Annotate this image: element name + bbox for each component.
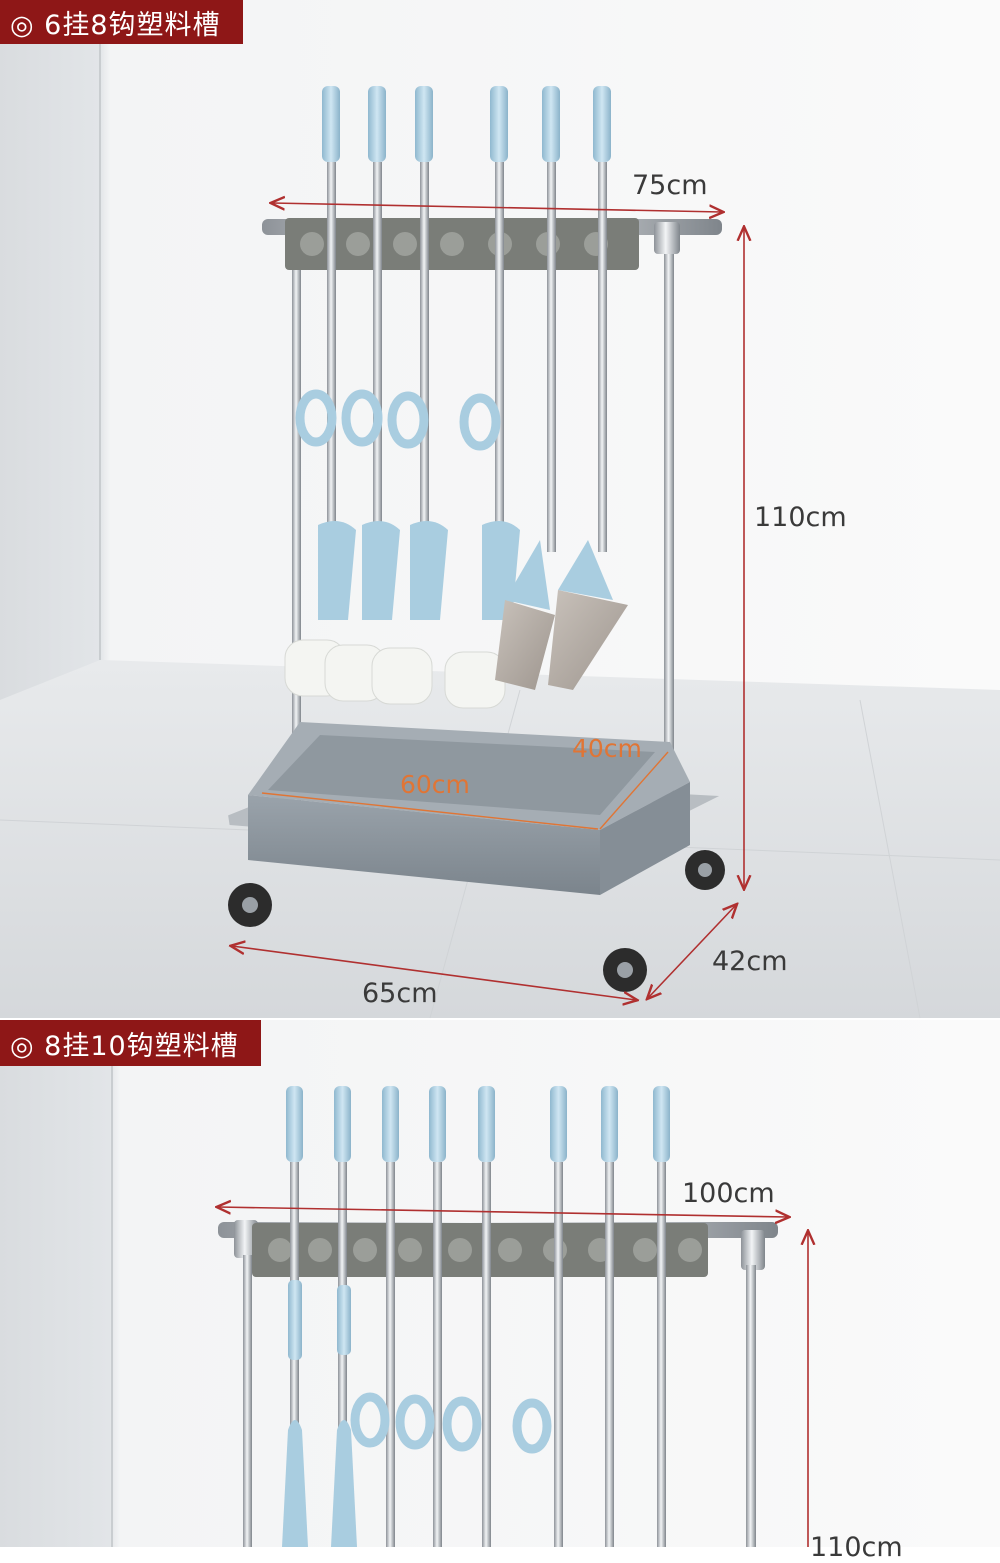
plastic-tray (248, 722, 690, 895)
hook-strip (285, 218, 639, 270)
dimension-tray-width: 60cm (400, 770, 470, 799)
brooms (495, 540, 628, 690)
rack-illustration-6-hooks (0, 0, 1000, 1019)
rack-illustration-8-hooks (0, 1020, 1000, 1547)
tray-dimension-lines (261, 751, 669, 830)
dimension-height: 110cm (810, 1532, 903, 1563)
sponge-mops (284, 521, 520, 709)
dimension-top-width: 100cm (682, 1178, 775, 1209)
dimension-base-width: 65cm (362, 978, 438, 1009)
dimension-top-width: 75cm (632, 170, 708, 201)
ring-hooks (350, 1392, 552, 1454)
dimension-lines (232, 203, 744, 1000)
dimension-tray-depth: 40cm (572, 734, 642, 763)
section-title-6-hooks: ◎ 6挂8钩塑料槽 (0, 0, 243, 44)
hook-strip (252, 1223, 708, 1277)
product-panel-8-hooks: ◎ 8挂10钩塑料槽 100cm 110cm (0, 1020, 1000, 1563)
ring-hooks (295, 389, 501, 451)
dimension-lines (218, 1207, 808, 1547)
tool-handles (322, 86, 611, 552)
dimension-base-depth: 42cm (712, 946, 788, 977)
product-panel-6-hooks: ◎ 6挂8钩塑料槽 75cm 110cm 40cm 60cm 65cm 42cm (0, 0, 1000, 1019)
tool-handles (282, 1086, 670, 1547)
wall-background (0, 1020, 1000, 1547)
dimension-height: 110cm (754, 502, 847, 533)
section-title-8-hooks: ◎ 8挂10钩塑料槽 (0, 1020, 261, 1066)
